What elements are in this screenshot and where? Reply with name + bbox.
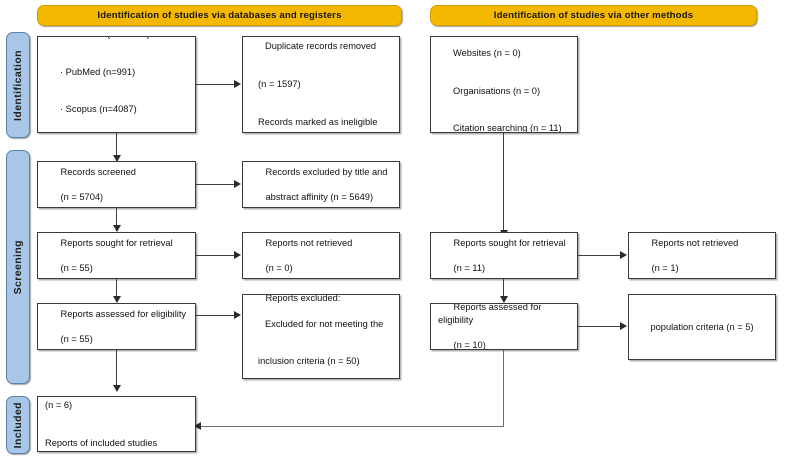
box-reports-sought-left-text: Reports sought for retrieval (n = 55) — [38, 233, 195, 278]
records-screened-line2: (n = 5704) — [60, 191, 104, 202]
connector-right-to-included — [200, 426, 504, 428]
connector-assessed-left-to-excluded — [196, 315, 235, 317]
records-identified-other-line-2: Citation searching (n = 11) — [453, 123, 562, 133]
box-reports-sought-left: Reports sought for retrieval (n = 55) — [37, 232, 196, 279]
box-reports-not-retrieved-right-text: Reports not retrieved (n = 1) — [629, 233, 775, 278]
arrowhead-sought-left-down — [112, 296, 121, 303]
box-records-identified-other-text: Records identified from: Websites (n = 0… — [431, 37, 577, 133]
arrowhead-assessed-left-to-excluded — [234, 311, 241, 319]
section-header-other-methods: Identification of studies via other meth… — [430, 5, 757, 26]
section-header-other-methods-text: Identification of studies via other meth… — [493, 10, 694, 21]
reports-excluded-right-line-3: Not meeting the — [633, 358, 771, 359]
box-records-removed: Records removed before screening: Duplic… — [242, 36, 400, 133]
box-reports-not-retrieved-left: Reports not retrieved (n = 0) — [242, 232, 400, 279]
box-reports-not-retrieved-right: Reports not retrieved (n = 1) — [628, 232, 776, 279]
reports-not-retrieved-right-line2: (n = 1) — [651, 262, 679, 273]
section-header-databases: Identification of studies via databases … — [37, 5, 402, 26]
reports-sought-right-line2: (n = 11) — [453, 262, 486, 273]
connector-assessed-right-down — [503, 350, 505, 427]
box-reports-assessed-left-text: Reports assessed for eligibility (n = 55… — [38, 304, 195, 349]
phase-label-identification: Identification — [6, 32, 30, 138]
reports-not-retrieved-left-line2: (n = 0) — [265, 262, 293, 273]
box-reports-sought-right-text: Reports sought for retrieval (n = 11) — [431, 233, 577, 278]
reports-sought-left-line1: Reports sought for retrieval — [60, 237, 173, 248]
connector-screened-down — [116, 208, 118, 231]
connector-identified-to-removed — [196, 84, 235, 86]
box-records-excluded: Records excluded by title and abstract a… — [242, 161, 400, 208]
records-removed-line-0: Duplicate records removed — [265, 41, 377, 52]
arrowhead-right-to-included — [194, 422, 201, 430]
reports-excluded-right-line-1: Not meeting the — [633, 295, 771, 296]
connector-sought-left-to-notretrieved — [196, 255, 235, 257]
arrowhead-assessed-left-down — [112, 385, 121, 392]
reports-not-retrieved-left-line1: Reports not retrieved — [265, 237, 353, 248]
box-records-screened-text: Records screened (n = 5704) — [38, 162, 195, 207]
section-header-databases-text: Identification of studies via databases … — [97, 10, 342, 21]
box-records-excluded-text: Records excluded by title and abstract a… — [243, 162, 399, 207]
box-reports-not-retrieved-left-text: Reports not retrieved (n = 0) — [243, 233, 399, 278]
records-excluded-line2: abstract affinity (n = 5649) — [265, 191, 374, 202]
reports-excluded-right-line-2: population criteria (n = 5) — [650, 321, 754, 332]
connector-assessed-right-to-excluded — [578, 326, 621, 328]
box-reports-excluded-right: Reports excluded (n = 9) Not meeting the… — [628, 294, 776, 360]
connector-sought-right-down — [503, 279, 505, 302]
arrowhead-screened-to-excluded — [234, 180, 241, 188]
reports-assessed-left-line1: Reports assessed for eligibility — [60, 308, 187, 319]
box-reports-assessed-left: Reports assessed for eligibility (n = 55… — [37, 303, 196, 350]
arrowhead-screened-down — [112, 225, 121, 232]
box-records-identified-other: Records identified from: Websites (n = 0… — [430, 36, 578, 133]
box-records-identified: Records identified from: Databases (n = … — [37, 36, 196, 133]
box-reports-excluded-left-text: Reports excluded: Excluded for not meeti… — [243, 294, 399, 378]
arrowhead-identified-to-removed — [234, 80, 241, 88]
phase-label-screening: Screening — [6, 150, 30, 384]
box-reports-excluded-left: Reports excluded: Excluded for not meeti… — [242, 294, 400, 379]
box-studies-included: Studies included in review (n = 6) Repor… — [37, 396, 196, 452]
box-records-removed-text: Records removed before screening: Duplic… — [243, 37, 399, 132]
reports-assessed-right-line1: Reports assessed for eligibility — [438, 303, 544, 325]
reports-sought-right-line1: Reports sought for retrieval — [453, 237, 566, 248]
records-screened-line1: Records screened — [60, 166, 136, 177]
arrowhead-assessed-right-to-excluded — [620, 322, 627, 330]
reports-assessed-left-line2: (n = 55) — [60, 333, 93, 344]
box-reports-assessed-right-text: Reports assessed for eligibility (n = 10… — [431, 303, 577, 350]
studies-included-line-2: Reports of included studies — [45, 437, 158, 448]
reports-excluded-left-title: Reports excluded: — [265, 294, 341, 304]
box-reports-assessed-right: Reports assessed for eligibility (n = 10… — [430, 303, 578, 350]
reports-sought-left-line2: (n = 55) — [60, 262, 93, 273]
records-identified-other-line-1: Organisations (n = 0) — [453, 85, 541, 96]
connector-other-down — [503, 133, 505, 236]
records-identified-line-0: Databases (n = 8188) — [45, 37, 188, 40]
records-removed-line-2: Records marked as ineligible — [258, 116, 378, 127]
reports-assessed-right-line2: (n = 10) — [453, 340, 486, 350]
box-reports-sought-right: Reports sought for retrieval (n = 11) — [430, 232, 578, 279]
arrowhead-sought-right-to-notretrieved — [620, 251, 627, 259]
records-excluded-line1: Records excluded by title and — [265, 166, 388, 177]
arrowhead-sought-right-down — [499, 296, 508, 303]
records-identified-other-line-0: Websites (n = 0) — [453, 47, 521, 58]
connector-identified-down — [116, 133, 118, 161]
box-studies-included-text: Studies included in review (n = 6) Repor… — [38, 397, 195, 451]
phase-label-screening-text: Screening — [12, 239, 24, 295]
studies-included-line-1: (n = 6) — [45, 399, 73, 410]
connector-assessed-left-down — [116, 350, 118, 389]
reports-excluded-left-line-1: inclusion criteria (n = 50) — [258, 356, 360, 367]
connector-sought-left-down — [116, 279, 118, 302]
connector-sought-right-to-notretrieved — [578, 255, 621, 257]
connector-screened-to-excluded — [196, 184, 235, 186]
phase-label-identification-text: Identification — [12, 49, 24, 121]
phase-label-included-text: Included — [12, 401, 24, 449]
records-identified-line-1: · PubMed (n=991) — [60, 66, 136, 77]
reports-not-retrieved-right-line1: Reports not retrieved — [651, 237, 739, 248]
box-records-screened: Records screened (n = 5704) — [37, 161, 196, 208]
arrowhead-sought-left-to-notretrieved — [234, 251, 241, 259]
phase-label-included: Included — [6, 396, 30, 454]
records-identified-line-2: · Scopus (n=4087) — [60, 104, 137, 115]
arrowhead-identified-down — [112, 155, 121, 162]
reports-excluded-left-line-0: Excluded for not meeting the — [265, 318, 384, 329]
records-removed-line-1: (n = 1597) — [258, 79, 301, 90]
box-reports-excluded-right-text: Reports excluded (n = 9) Not meeting the… — [629, 295, 775, 359]
box-records-identified-text: Records identified from: Databases (n = … — [38, 37, 195, 132]
